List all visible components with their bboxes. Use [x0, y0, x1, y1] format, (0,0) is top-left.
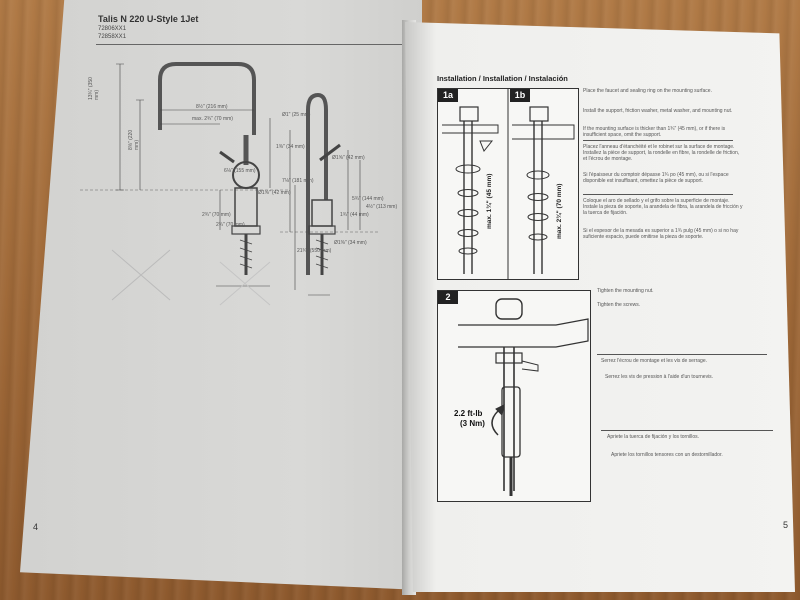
dim-base-height: 2¾" (70 mm) — [216, 222, 245, 228]
part-number-1: 72806XX1 — [98, 26, 127, 32]
dim-spout-diameter: Ø1" (25 mm) — [282, 112, 311, 118]
step1-en-3: If the mounting surface is thicker than … — [583, 126, 726, 138]
dim-side-height-3: 4½" (113 mm) — [366, 204, 398, 210]
dim-height-lower: 6⅛" (155 mm) — [224, 168, 256, 174]
step1-es-1: Coloque el aro de sellado y el grifo sob… — [583, 198, 743, 216]
right-page-number: 5 — [783, 520, 789, 530]
dim-body-diameter: Ø1⅝" (42 mm) — [258, 190, 291, 196]
dim-side-height-2: 5¾" (144 mm) — [352, 196, 384, 202]
dim-side-height: 7⅛" (181 mm) — [282, 178, 314, 184]
step2-rule-1 — [597, 354, 767, 355]
torque-metric: (3 Nm) — [460, 419, 485, 428]
product-title: Talis N 220 U-Style 1Jet — [98, 14, 199, 24]
title-rule — [96, 44, 416, 45]
step2-tag: 2 — [438, 291, 458, 304]
torque-value: 2.2 ft-lb — [454, 409, 483, 418]
dim-spout-height: 8⅝" (220 mm) — [128, 129, 140, 150]
step1-en-1: Place the faucet and sealing ring on the… — [583, 88, 712, 94]
step1-rule-2 — [583, 194, 733, 195]
dim-spout-reach: 8½" (216 mm) — [196, 104, 228, 110]
part-number-2: 72858XX1 — [98, 34, 127, 40]
right-page: Installation / Installation / Instalació… — [405, 22, 795, 592]
step1b-max-label: max. 2¾" (70 mm) — [556, 183, 563, 239]
step2-es-2: Apriete los tornillos tensores con un de… — [611, 452, 723, 458]
step1-fr-2: Si l'épaisseur du comptoir dépasse 1¾ po… — [583, 172, 729, 184]
step2-fr-2: Serrez les vis de pression à l'aide d'un… — [605, 374, 714, 380]
step1-es-2: Si el espesor de la mesada es superior a… — [583, 228, 739, 240]
dim-total-height: 13¾" (350 mm) — [88, 77, 100, 100]
dim-max-reach: max. 2¾" (70 mm) — [192, 116, 233, 122]
dim-hole-diameter: Ø1⅜" (34 mm) — [334, 240, 367, 246]
step2-rule-2 — [601, 430, 773, 431]
installation-heading: Installation / Installation / Instalació… — [437, 74, 568, 83]
step1-rule-1 — [583, 140, 733, 141]
step1a-max-label: max. 1¾" (45 mm) — [486, 173, 493, 229]
step2-fr-1: Serrez l'écrou de montage et les vis de … — [601, 358, 708, 364]
dim-side-offset: 1¾" (44 mm) — [340, 212, 369, 218]
step1a-tag: 1a — [438, 89, 458, 102]
left-page-number: 4 — [33, 522, 39, 532]
faucet-dimension-drawing — [80, 62, 380, 306]
dim-handle: 1⅜" (34 mm) — [276, 144, 305, 150]
left-page: Talis N 220 U-Style 1Jet 72806XX1 72858X… — [20, 0, 422, 590]
dim-hose-length: 21¾" (550 mm) — [297, 248, 332, 254]
step1-illustration-panel: 1a 1b — [437, 88, 579, 280]
step1-en-2: Install the support, friction washer, me… — [583, 108, 733, 114]
step2-drawing — [458, 298, 589, 496]
step1-fr-1: Placez l'anneau d'étanchéité et le robin… — [583, 144, 740, 162]
dim-side-diameter: Ø1⅝" (42 mm) — [332, 155, 365, 161]
dim-body-height: 2¾" (70 mm) — [202, 212, 231, 218]
step2-illustration-panel: 2 2.2 ft-lb (3 Nm) — [437, 290, 591, 502]
step1b-tag: 1b — [510, 89, 530, 102]
step2-en-1: Tighten the mounting nut. — [597, 288, 654, 294]
step2-es-1: Apriete la tuerca de fijación y los torn… — [607, 434, 699, 440]
step1-drawing — [442, 89, 575, 279]
step2-en-2: Tighten the screws. — [597, 302, 641, 308]
